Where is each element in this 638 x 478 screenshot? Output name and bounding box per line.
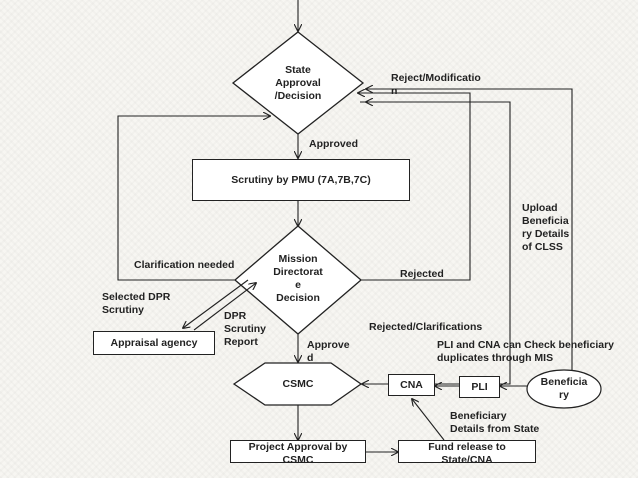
- csmc-shape: [232, 362, 363, 406]
- selected-dpr-label: Selected DPR Scrutiny: [102, 291, 171, 316]
- fund-release-box: Fund release to State/CNA: [398, 440, 536, 463]
- project-approval-box: Project Approval by CSMC: [230, 440, 366, 463]
- beneficiary-label: Beneficia ry: [540, 376, 588, 401]
- dpr-report-arrow: [193, 283, 256, 331]
- csmc-label: CSMC: [282, 378, 314, 390]
- approved-top-label: Approved: [309, 138, 359, 150]
- rejected-label: Rejected: [400, 268, 444, 280]
- upload-beneficiary-label: Upload Beneficia ry Details of CLSS: [522, 202, 570, 253]
- scrutiny-pmu-label: Scrutiny by PMU (7A,7B,7C): [231, 173, 371, 186]
- cna-label: CNA: [400, 378, 423, 391]
- mission-directorate-label: Mission Directorat e Decision: [273, 253, 323, 304]
- selected-dpr-arrow: [183, 279, 249, 328]
- rejected-loop: [358, 93, 471, 281]
- state-approval-label: State Approval /Decision: [274, 64, 322, 102]
- cna-box: CNA: [388, 374, 435, 396]
- beneficiary-ellipse: [526, 369, 602, 409]
- appraisal-agency-label: Appraisal agency: [110, 336, 198, 349]
- beneficiary-details-label: Beneficiary Details from State: [450, 410, 540, 435]
- clarification-needed-label: Clarification needed: [134, 259, 235, 271]
- rejected-clarifications-label: Rejected/Clarifications: [369, 321, 483, 333]
- fund-to-cna-arrow: [412, 399, 445, 441]
- reject-modification-label: Reject/Modificatio n: [391, 72, 481, 97]
- pli-label: PLI: [471, 380, 488, 393]
- appraisal-agency-box: Appraisal agency: [93, 331, 215, 355]
- approved-bottom-label: Approve d: [307, 339, 350, 364]
- fund-release-label: Fund release to State/CNA: [428, 441, 506, 463]
- clarification-loop: [117, 116, 270, 281]
- pli-cna-check-label: PLI and CNA can Check beneficiary duplic…: [437, 339, 614, 364]
- scrutiny-pmu-box: Scrutiny by PMU (7A,7B,7C): [192, 159, 410, 201]
- dpr-report-label: DPR Scrutiny Report: [224, 310, 267, 348]
- pli-box: PLI: [459, 376, 500, 398]
- project-approval-label: Project Approval by CSMC: [248, 441, 348, 463]
- upload-beneficiary-line: [366, 89, 573, 376]
